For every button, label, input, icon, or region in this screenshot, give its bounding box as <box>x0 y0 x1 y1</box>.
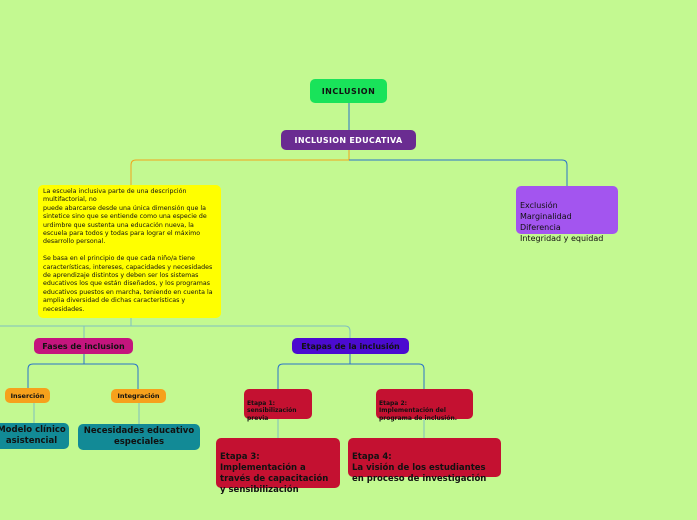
node-etapa1-label: Etapa 1: sensibilización previa <box>247 399 297 422</box>
node-modelo-clinico-label: Modelo clínico asistencial <box>0 425 66 446</box>
node-fases[interactable]: Fases de inclusion <box>34 338 133 354</box>
link-etapas-to-etapa1 <box>277 353 351 389</box>
node-etapa2-label: Etapa 2: Implementación del programa de … <box>379 399 458 422</box>
link-educativa-to-exclusion <box>349 159 568 186</box>
link-fases-to-insercion <box>27 353 85 388</box>
node-necesidades-label: Necesidades educativo especiales <box>83 426 195 447</box>
node-etapa3-label: Etapa 3: Implementación a través de capa… <box>220 452 329 495</box>
exclusion-list-text: Exclusión Marginalidad Diferencia Integr… <box>520 201 604 243</box>
node-description[interactable]: La escuela inclusiva parte de una descri… <box>38 185 221 318</box>
node-necesidades[interactable]: Necesidades educativo especiales <box>78 424 200 450</box>
node-integracion-label: Integración <box>117 392 160 400</box>
link-educativa-to-description <box>130 150 350 185</box>
node-etapa4-label: Etapa 4: La visión de los estudiantes en… <box>352 452 487 484</box>
node-etapa3[interactable]: Etapa 3: Implementación a través de capa… <box>216 438 340 495</box>
link-description-to-etapas <box>131 325 351 339</box>
link-etapas-to-etapa2 <box>350 363 425 389</box>
node-inclusion[interactable]: INCLUSION <box>310 79 387 103</box>
node-etapa1[interactable]: Etapa 1: sensibilización previa <box>244 389 312 422</box>
description-paragraph-2: Se basa en el principio de que cada niño… <box>43 255 213 313</box>
node-etapas[interactable]: Etapas de la inclusión <box>292 338 409 354</box>
node-etapa2[interactable]: Etapa 2: Implementación del programa de … <box>376 389 473 422</box>
node-fases-label: Fases de inclusion <box>42 341 125 351</box>
node-modelo-clinico[interactable]: Modelo clínico asistencial <box>0 423 69 449</box>
node-inclusion-educativa[interactable]: INCLUSION EDUCATIVA <box>281 130 416 150</box>
node-etapa4[interactable]: Etapa 4: La visión de los estudiantes en… <box>348 438 501 484</box>
node-inclusion-educativa-label: INCLUSION EDUCATIVA <box>294 135 403 145</box>
node-exclusion-list[interactable]: Exclusión Marginalidad Diferencia Integr… <box>516 186 618 243</box>
description-paragraph-1: La escuela inclusiva parte de una descri… <box>43 188 207 246</box>
node-etapas-label: Etapas de la inclusión <box>301 341 400 351</box>
node-insercion[interactable]: Inserción <box>5 388 50 403</box>
node-integracion[interactable]: Integración <box>111 389 166 403</box>
link-fases-to-integracion <box>84 363 139 389</box>
link-description-to-branches <box>0 318 132 327</box>
node-insercion-label: Inserción <box>10 391 45 400</box>
node-inclusion-label: INCLUSION <box>321 86 376 96</box>
